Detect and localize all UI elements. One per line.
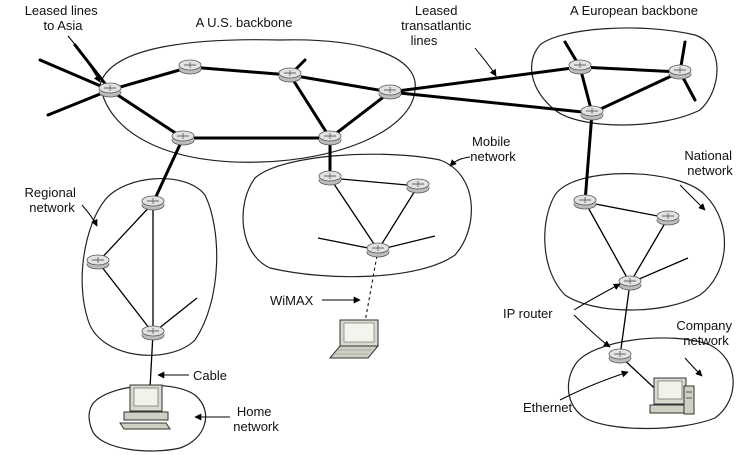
label-home-network: Home network	[233, 404, 279, 434]
router-icon	[178, 59, 202, 75]
access-links	[97, 177, 689, 399]
us-backbone-cloud	[99, 39, 416, 163]
router-icon	[608, 348, 632, 364]
label-us-backbone: A U.S. backbone	[196, 15, 293, 30]
router-icon	[98, 82, 122, 98]
label-leased-transatlantic: Leased transatlantic lines	[401, 3, 475, 48]
label-regional-network: Regional network	[25, 185, 80, 215]
mobile-network-cloud	[242, 153, 472, 278]
router-icon	[278, 67, 302, 83]
router-icon	[406, 178, 430, 194]
router-icon	[618, 275, 642, 291]
company-network-cloud	[567, 337, 734, 430]
router-icon	[568, 59, 592, 75]
routers	[86, 59, 692, 364]
label-leased-asia: Leased lines to Asia	[25, 3, 102, 33]
router-icon	[656, 210, 680, 226]
regional-network-cloud	[81, 178, 218, 356]
desktop-computer-icon	[119, 384, 171, 430]
label-european-backbone: A European backbone	[570, 3, 698, 18]
annotation-arrows	[67, 35, 706, 421]
label-national-network: National network	[684, 148, 735, 178]
wimax-wireless-link	[364, 249, 379, 323]
router-icon	[318, 130, 342, 146]
router-icon	[580, 105, 604, 121]
router-icon	[318, 170, 342, 186]
backbone-links	[38, 40, 697, 205]
desktop-computer-icon	[649, 377, 695, 415]
european-backbone-cloud	[531, 27, 718, 126]
label-mobile-network: Mobile network	[470, 134, 516, 164]
router-icon	[171, 130, 195, 146]
router-icon	[141, 325, 165, 341]
router-icon	[86, 254, 110, 270]
label-wimax: WiMAX	[270, 293, 314, 308]
national-network-cloud	[544, 173, 725, 311]
laptop-icon	[328, 319, 380, 359]
label-ip-router: IP router	[503, 306, 553, 321]
label-company-network: Company network	[676, 318, 735, 348]
router-icon	[366, 242, 390, 258]
router-icon	[141, 195, 165, 211]
label-ethernet: Ethernet	[523, 400, 573, 415]
router-icon	[573, 194, 597, 210]
router-icon	[668, 64, 692, 80]
label-cable: Cable	[193, 368, 227, 383]
router-icon	[378, 84, 402, 100]
